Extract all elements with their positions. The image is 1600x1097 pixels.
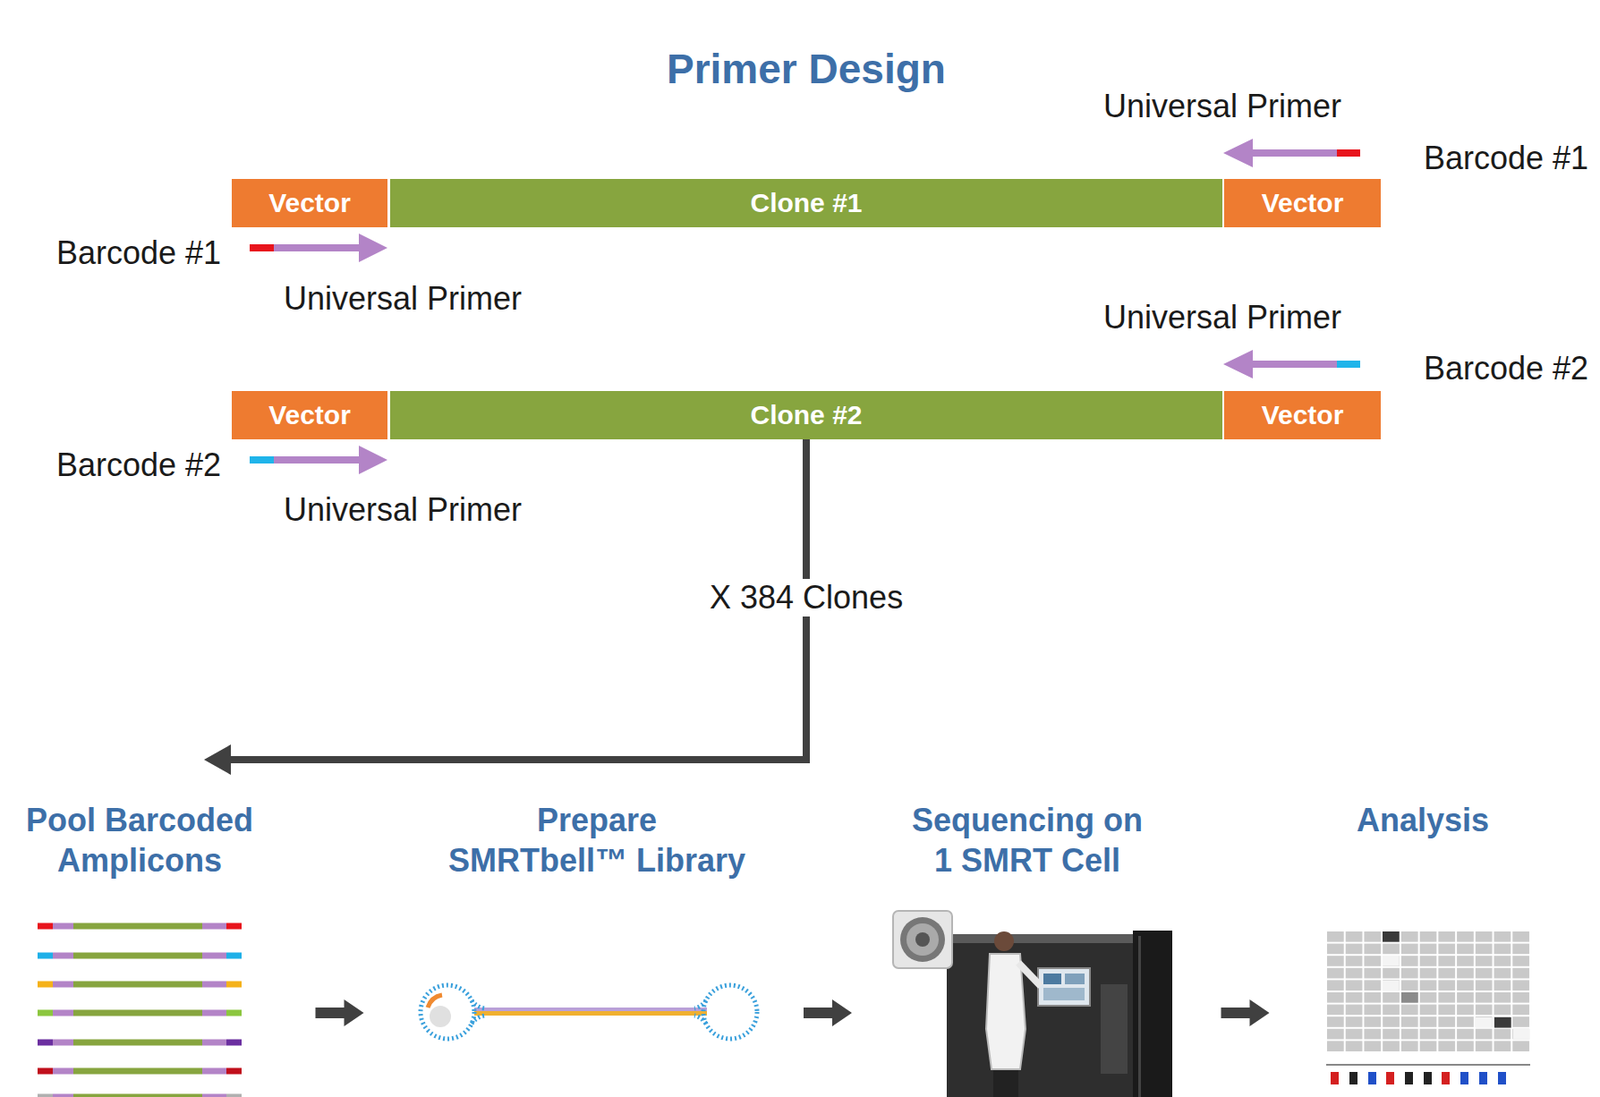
primer-arrow [249,233,388,263]
amplicon-segment [73,1010,203,1017]
amplicon-segment [202,953,227,960]
amplicon-segment [37,1039,53,1047]
amplicon-segment [226,923,242,930]
step-heading: Pool Barcoded Amplicons [23,800,256,881]
clone-box: Clone #1 [390,178,1223,228]
workflow-step: Sequencing on 1 SMRT Cell [879,800,1175,1097]
amplicon-segment [37,1094,53,1097]
amplicon-segment [52,1068,74,1075]
box-label: Clone #2 [749,400,862,431]
connector [803,999,852,1027]
primer-arrow [1223,138,1361,168]
connector-label: X 384 Clones [702,578,911,617]
block-arrow [803,999,852,1027]
step-heading: Prepare SMRTbell™ Library [445,800,749,881]
box-label: Vector [1261,187,1345,219]
amplicon-segment [202,923,227,930]
primer-label: Universal Primer [283,491,522,529]
primer-arrow [249,445,388,475]
amplicon-segment [202,1010,227,1017]
amplicon-segment [226,1010,242,1017]
box-label: Clone #1 [749,187,862,219]
amplicon-segment [226,953,242,960]
alignment-figure [1326,930,1531,1085]
primer-label: Universal Primer [1103,298,1342,337]
arrow-head [204,744,231,775]
connector [1221,999,1270,1027]
amplicon-segment [37,1068,53,1075]
amplicon-segment [37,981,53,988]
amplicon-segment [202,1068,227,1075]
smrtbell-figure [420,985,758,1039]
primer-arrow [1223,349,1361,379]
amplicon-segment [202,981,227,988]
sequencer-figure [893,910,1173,1097]
amplicon-bars [37,923,242,1097]
vector-box: Vector [1224,391,1381,440]
box-label: Vector [1261,400,1345,431]
workflow-step: Analysis [1315,800,1531,1097]
amplicon-segment [73,1068,203,1075]
amplicon-segment [202,1094,227,1097]
connector [315,999,365,1027]
primer-label: Universal Primer [283,280,522,318]
amplicon-segment [52,953,74,960]
amplicon-segment [52,1094,74,1097]
step-heading: Sequencing on 1 SMRT Cell [910,800,1145,881]
box-label: Vector [268,400,351,431]
primer-label: Universal Primer [1103,87,1342,126]
amplicon-segment [73,981,203,988]
amplicon-segment [73,923,203,930]
primer-label: Barcode #2 [1423,349,1589,388]
vector-box: Vector [231,178,388,228]
amplicon-segment [52,1039,74,1047]
amplicon-segment [37,923,53,930]
amplicon-segment [52,923,74,930]
vector-box: Vector [1224,178,1381,228]
primer-label: Barcode #2 [56,446,222,485]
primer-label: Barcode #1 [1423,139,1589,178]
diagram-title: Primer Design [666,44,946,94]
box-label: Vector [268,187,351,219]
amplicon-segment [52,1010,74,1017]
block-arrow [315,999,365,1027]
block-arrow [1221,999,1270,1027]
amplicon-segment [37,1010,53,1017]
amplicon-segment [226,1094,242,1097]
primer-label: Barcode #1 [56,234,222,273]
amplicon-segment [73,1094,203,1097]
amplicon-segment [37,953,53,960]
workflow-step: Prepare SMRTbell™ Library [417,800,776,1097]
clone-box: Clone #2 [390,391,1223,440]
amplicon-segment [226,981,242,988]
step-heading: Analysis [1354,800,1491,841]
amplicon-segment [226,1068,242,1075]
workflow-step: Pool Barcoded Amplicons [17,800,262,1097]
amplicon-segment [52,981,74,988]
amplicon-segment [73,1039,203,1047]
amplicon-segment [73,953,203,960]
amplicon-segment [202,1039,227,1047]
vector-box: Vector [231,391,388,440]
amplicon-segment [226,1039,242,1047]
